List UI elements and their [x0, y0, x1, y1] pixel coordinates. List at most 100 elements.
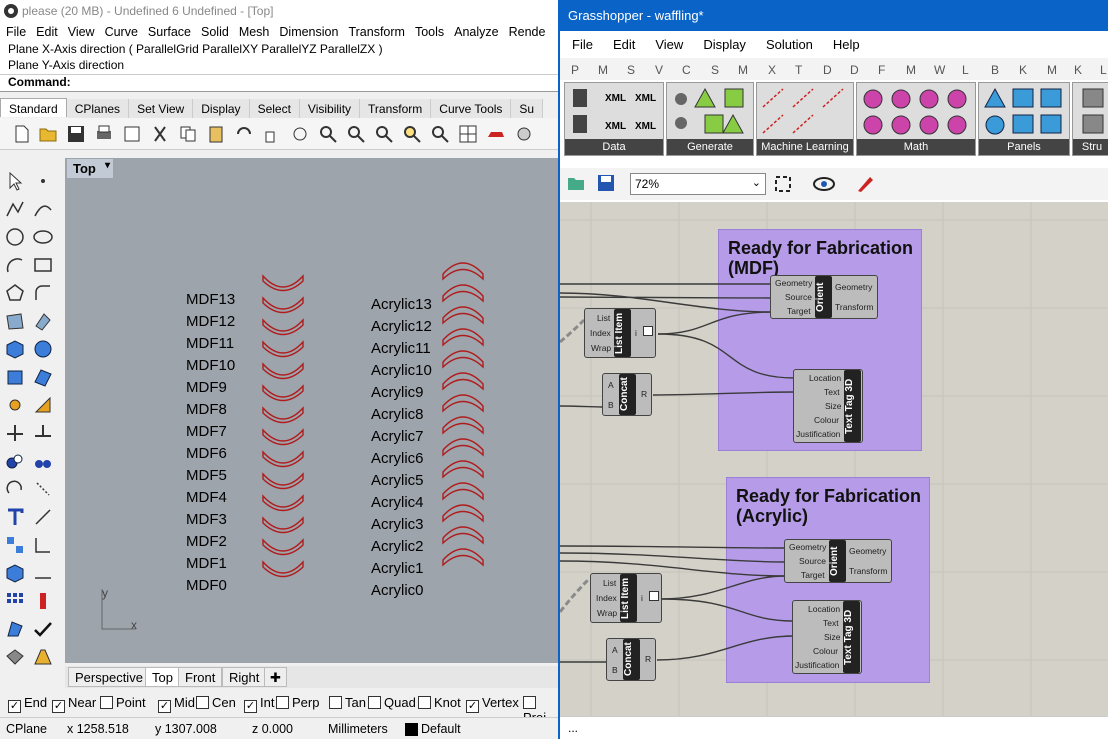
group-machine-learning[interactable]: Machine Learning [756, 82, 854, 156]
osnap-checkbox[interactable] [196, 696, 209, 709]
copy-icon[interactable] [178, 124, 198, 144]
osnap-int[interactable]: ✓Int [244, 695, 274, 713]
viewport-menu-dropdown-icon[interactable]: ▾ [104, 160, 110, 171]
text-tag-input-colour[interactable]: Colour [813, 646, 839, 656]
ellipse-icon[interactable] [32, 226, 54, 248]
zoom-window-icon[interactable] [346, 124, 366, 144]
category-tab[interactable]: F [878, 63, 886, 77]
open-folder-icon[interactable] [38, 124, 58, 144]
concat-component-acrylic[interactable]: A B Concat R [606, 638, 656, 681]
category-tab[interactable]: X [768, 63, 777, 77]
category-tab[interactable]: M [598, 63, 608, 77]
orient-output-geometry[interactable]: Geometry [835, 282, 873, 292]
category-tab[interactable]: S [711, 63, 720, 77]
tab-cplanes[interactable]: CPlanes [66, 99, 130, 118]
rotate-view-icon[interactable] [290, 124, 310, 144]
category-tab[interactable]: M [906, 63, 916, 77]
text-icon[interactable] [4, 506, 26, 528]
list-item-component-acrylic[interactable]: List Index Wrap List Item i [590, 573, 662, 623]
box-edit-icon[interactable] [4, 562, 26, 584]
acrylic-part-curve[interactable] [442, 548, 484, 567]
group-generate[interactable]: Generate [666, 82, 754, 156]
mdf-part-curve[interactable] [262, 494, 304, 512]
zoom-dynamic-icon[interactable] [430, 124, 450, 144]
tab-display[interactable]: Display [193, 99, 250, 118]
status-layer[interactable]: Default [421, 722, 461, 736]
text-tag-input-colour[interactable]: Colour [814, 415, 840, 425]
mdf-part-curve[interactable] [262, 560, 304, 578]
text-tag-input-size[interactable]: Size [825, 401, 842, 411]
polygon-icon[interactable] [4, 282, 26, 304]
menu-transform[interactable]: Transform [348, 25, 405, 39]
osnap-vertex[interactable]: ✓Vertex [466, 695, 519, 713]
acrylic-part-curve[interactable] [442, 438, 484, 457]
pan-hand-icon[interactable] [260, 124, 280, 144]
list-item-input-index[interactable]: Index [590, 328, 611, 338]
orient-input-source[interactable]: Source [785, 292, 812, 302]
gh-menu-file[interactable]: File [572, 37, 593, 52]
zoom-icon[interactable] [318, 124, 338, 144]
list-item-output[interactable]: i [641, 593, 643, 603]
osnap-checkbox[interactable] [329, 696, 342, 709]
boolean-icon[interactable] [32, 394, 54, 416]
mdf-part-curve[interactable] [262, 318, 304, 336]
text-tag-input-size[interactable]: Size [824, 632, 841, 642]
list-item-input-list[interactable]: List [597, 313, 611, 323]
mdf-part-curve[interactable] [262, 538, 304, 556]
gh-menu-help[interactable]: Help [832, 37, 860, 52]
osnap-perp[interactable]: Perp [276, 695, 319, 710]
gh-menu-display[interactable]: Display [703, 37, 746, 52]
orient-input-target[interactable]: Target [787, 306, 811, 316]
text-tag-component-acrylic[interactable]: Location Text Size Colour Justification … [792, 600, 862, 674]
category-tab[interactable]: W [934, 63, 946, 77]
history-icon[interactable] [32, 534, 54, 556]
text-tag-input-location[interactable]: Location [809, 373, 842, 383]
print-icon[interactable] [94, 124, 114, 144]
osnap-point[interactable]: Point [100, 695, 146, 710]
tab-surface-tools[interactable]: Su [511, 99, 544, 118]
text-tag-input-location[interactable]: Location [808, 604, 841, 614]
dimension-icon[interactable] [32, 506, 54, 528]
trim-icon[interactable] [4, 422, 26, 444]
menu-solid[interactable]: Solid [201, 25, 229, 39]
mdf-part-curve[interactable] [262, 428, 304, 446]
render-icon[interactable] [4, 646, 26, 668]
sphere-icon[interactable] [32, 338, 54, 360]
grid-array-icon[interactable] [4, 590, 26, 612]
mdf-part-curve[interactable] [262, 472, 304, 490]
save-icon[interactable] [66, 124, 86, 144]
category-tab[interactable]: D [823, 63, 832, 77]
arc-icon[interactable] [4, 254, 26, 276]
concat-input-a[interactable]: A [608, 380, 614, 390]
circle-icon[interactable] [4, 226, 26, 248]
menu-dimension[interactable]: Dimension [279, 25, 339, 39]
orient-output-transform[interactable]: Transform [849, 566, 888, 576]
menu-render[interactable]: Rende [508, 25, 546, 39]
concat-output-r[interactable]: R [645, 654, 652, 664]
tab-standard[interactable]: Standard [0, 98, 67, 117]
osnap-checkbox[interactable] [368, 696, 381, 709]
menu-tools[interactable]: Tools [414, 25, 445, 39]
tab-top[interactable]: Top [145, 667, 180, 687]
properties-icon[interactable] [514, 124, 534, 144]
acrylic-part-curve[interactable] [442, 526, 484, 545]
mesh-icon[interactable] [32, 366, 54, 388]
command-prompt[interactable]: Command: [0, 74, 560, 90]
point-icon[interactable] [32, 170, 54, 192]
acrylic-part-curve[interactable] [442, 372, 484, 391]
osnap-checkbox[interactable]: ✓ [52, 700, 65, 713]
osnap-checkbox[interactable]: ✓ [158, 700, 171, 713]
osnap-near[interactable]: ✓Near [52, 695, 96, 713]
category-tab[interactable]: T [795, 63, 803, 77]
material-icon[interactable] [32, 646, 54, 668]
tab-transform[interactable]: Transform [360, 99, 432, 118]
osnap-checkbox[interactable]: ✓ [8, 700, 21, 713]
layout-icon[interactable] [122, 124, 142, 144]
menu-file[interactable]: File [6, 25, 27, 39]
tab-right[interactable]: Right [222, 667, 267, 687]
save-file-icon[interactable] [596, 173, 616, 193]
block-icon[interactable] [4, 534, 26, 556]
category-tab[interactable]: K [1019, 63, 1028, 77]
orient-output-transform[interactable]: Transform [835, 302, 874, 312]
